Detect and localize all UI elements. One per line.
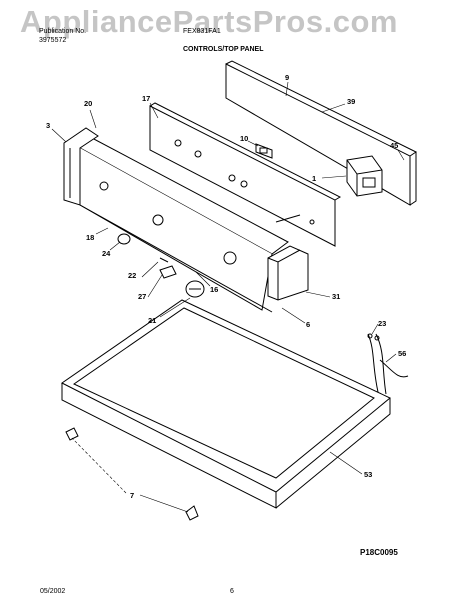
console-back-panel xyxy=(149,102,342,247)
callout-56: 56 xyxy=(398,349,406,358)
callout-45: 45 xyxy=(390,141,398,150)
callout-27: 27 xyxy=(138,292,146,301)
screw-22 xyxy=(159,257,169,263)
control-module xyxy=(346,155,383,197)
model-number: FEX831FA1 xyxy=(183,28,221,35)
publication-number: 3975572 xyxy=(39,37,67,44)
right-end-cap xyxy=(267,245,309,301)
callout-23: 23 xyxy=(378,319,386,328)
left-end-cap xyxy=(63,127,99,206)
callout-labels: 9 39 17 20 3 10 45 1 18 24 22 16 27 31 2… xyxy=(46,73,406,500)
callout-17: 17 xyxy=(142,94,150,103)
callout-53: 53 xyxy=(364,470,372,479)
callout-22: 22 xyxy=(128,271,136,280)
callout-20: 20 xyxy=(84,99,92,108)
timer-knob xyxy=(185,280,205,298)
callout-1: 1 xyxy=(312,174,316,183)
callout-39: 39 xyxy=(347,97,355,106)
switch-part xyxy=(255,143,273,159)
section-title: CONTROLS/TOP PANEL xyxy=(183,46,264,53)
callout-21: 21 xyxy=(148,316,156,325)
top-panel xyxy=(61,299,391,509)
bracket-27 xyxy=(159,265,177,279)
callout-16: 16 xyxy=(210,285,218,294)
callout-24: 24 xyxy=(102,249,111,258)
callout-18: 18 xyxy=(86,233,94,242)
leader-lines xyxy=(51,81,405,513)
callout-31: 31 xyxy=(332,292,340,301)
drawing-number: P18C0095 xyxy=(360,548,398,557)
callout-9: 9 xyxy=(285,73,289,82)
callout-7: 7 xyxy=(130,491,134,500)
footer-page: 6 xyxy=(230,588,234,595)
wire-harness xyxy=(367,333,409,395)
knob-24 xyxy=(117,233,131,245)
hinge-clip-left xyxy=(65,427,79,441)
watermark: AppliancePartsPros.com xyxy=(20,4,398,39)
callout-3: 3 xyxy=(46,121,50,130)
hinge-clip-right xyxy=(185,505,199,521)
publication-label: Publication No. xyxy=(39,28,87,35)
footer-date: 05/2002 xyxy=(40,588,66,595)
callout-10: 10 xyxy=(240,134,248,143)
callout-6: 6 xyxy=(306,320,310,329)
